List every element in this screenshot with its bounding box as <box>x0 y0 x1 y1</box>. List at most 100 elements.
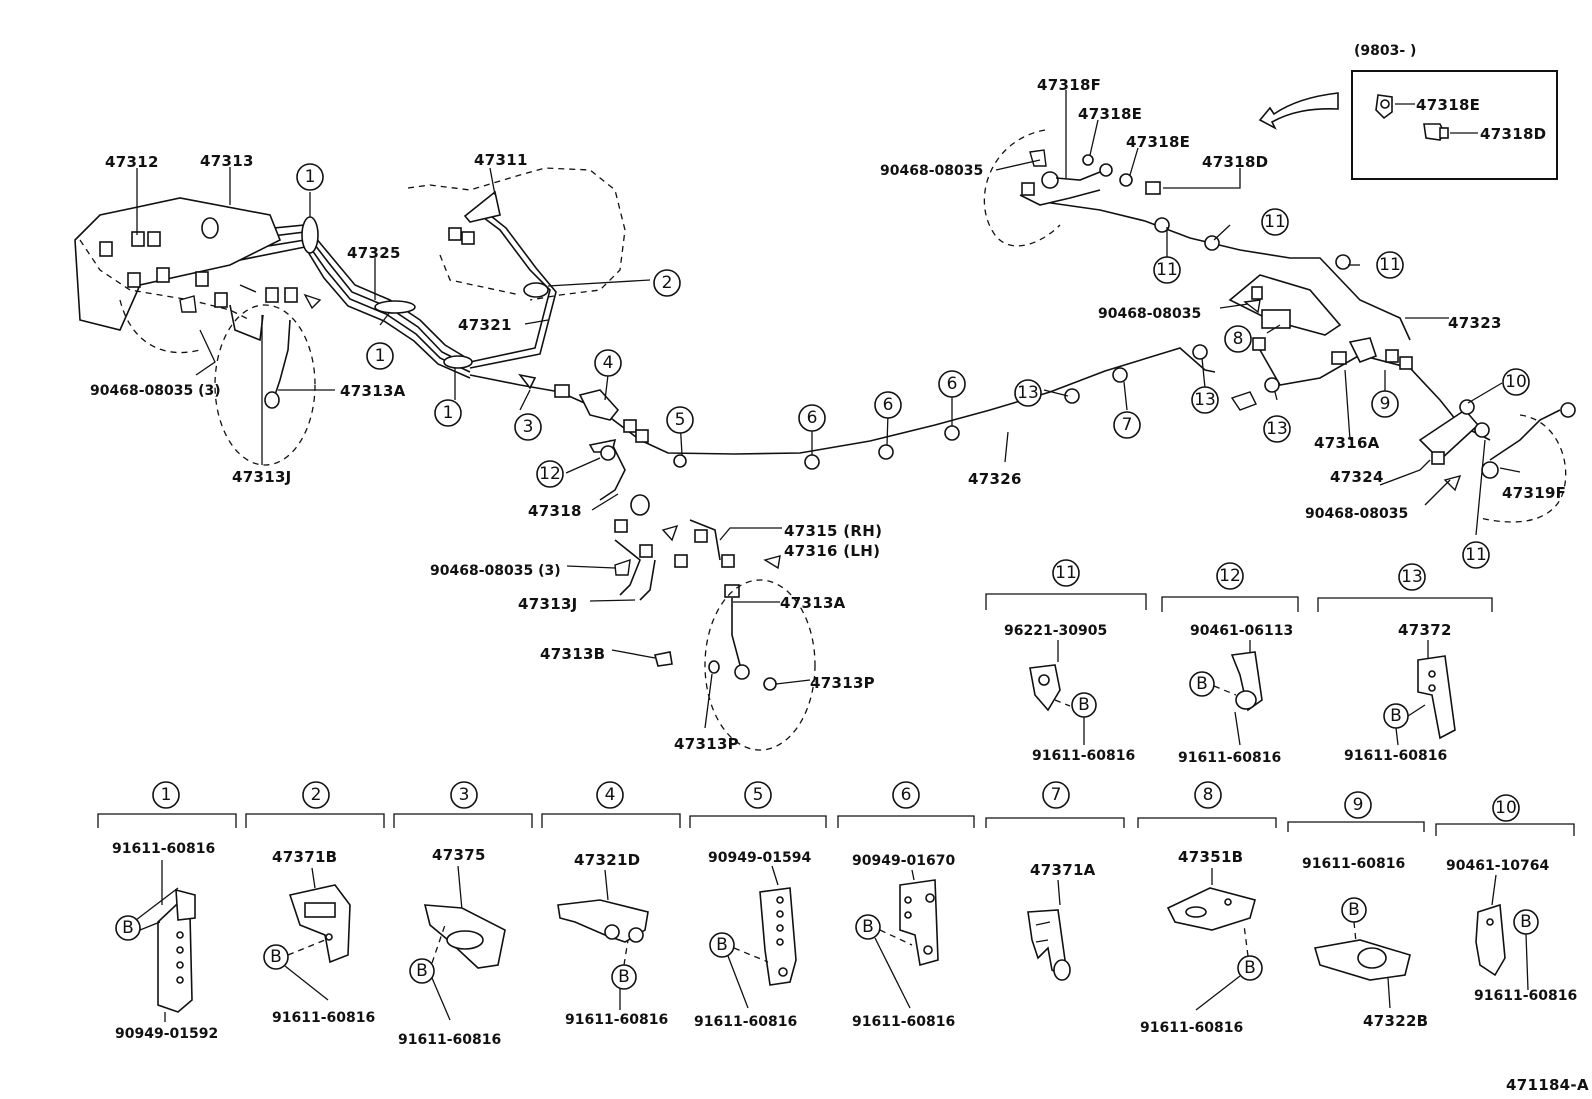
detail-group-5: 5 90949-01594 B 91611-60816 <box>689 781 827 1030</box>
svg-text:11: 11 <box>1465 545 1487 565</box>
detail-group-2: 2 47371B B 91611-60816 <box>245 781 385 1026</box>
detail-group-7: 7 47371A <box>985 781 1125 981</box>
detail-13-part-b: 91611-60816 <box>1344 748 1447 764</box>
detail-12-part-b: 91611-60816 <box>1178 750 1281 766</box>
svg-text:B: B <box>270 947 282 967</box>
detail-9-part-a: 91611-60816 <box>1302 856 1405 872</box>
callout-13-c: 13 <box>1263 415 1291 443</box>
inset-box: (9803- ) 47318E 47318D <box>1351 43 1558 180</box>
detail-8-part-b: 91611-60816 <box>1140 1020 1243 1036</box>
detail-group-12: 12 90461-06113 B 91611-60816 <box>1161 562 1299 766</box>
svg-text:1: 1 <box>161 785 172 805</box>
detail-5-part-a: 90949-01594 <box>708 850 811 866</box>
callout-5: 5 <box>666 406 694 434</box>
callout-8: 8 <box>1224 325 1252 353</box>
callout-6-b: 6 <box>874 391 902 419</box>
label-47313J-bottom: 47313J <box>518 595 578 613</box>
callout-9: 9 <box>1371 390 1399 418</box>
svg-text:11: 11 <box>1379 255 1401 275</box>
svg-text:9: 9 <box>1380 394 1391 414</box>
svg-text:3: 3 <box>459 785 470 805</box>
label-47316-lh: 47316 (LH) <box>784 542 880 560</box>
label-47313: 47313 <box>200 152 254 170</box>
svg-text:10: 10 <box>1505 372 1527 392</box>
detail-10-part-a: 90461-10764 <box>1446 858 1549 874</box>
label-47313A-bottom: 47313A <box>780 594 846 612</box>
svg-text:1: 1 <box>375 346 386 366</box>
brake-booster <box>407 167 626 301</box>
label-47318E-a: 47318E <box>1078 105 1142 123</box>
detail-group-9: 9 91611-60816 B 47322B <box>1287 791 1428 1030</box>
svg-text:4: 4 <box>605 785 616 805</box>
detail-group-13: 13 47372 B 91611-60816 <box>1317 563 1493 764</box>
label-90468-08035-mid: 90468-08035 <box>1098 306 1201 322</box>
upper-right-brake-assembly <box>983 129 1161 247</box>
clip-location-dots <box>301 216 1490 470</box>
label-47324: 47324 <box>1330 468 1384 486</box>
detail-2-part-a: 47371B <box>272 848 337 866</box>
svg-text:4: 4 <box>603 353 614 373</box>
svg-text:B: B <box>122 918 134 938</box>
label-47318E-b: 47318E <box>1126 133 1190 151</box>
diagram-reference-code: 471184-A <box>1506 1076 1589 1094</box>
svg-text:9: 9 <box>1353 795 1364 815</box>
svg-text:6: 6 <box>807 408 818 428</box>
label-90468-08035-3-left: 90468-08035 (3) <box>90 383 221 399</box>
svg-text:10: 10 <box>1495 798 1517 818</box>
detail-4-part-a: 47321D <box>574 851 640 869</box>
svg-text:B: B <box>618 967 630 987</box>
svg-text:2: 2 <box>662 273 673 293</box>
svg-text:7: 7 <box>1122 415 1133 435</box>
detail-1-part-a: 91611-60816 <box>112 841 215 857</box>
detail-5-part-b: 91611-60816 <box>694 1014 797 1030</box>
callout-13-a: 13 <box>1014 379 1042 407</box>
svg-text:B: B <box>1348 900 1360 920</box>
label-47316A: 47316A <box>1314 434 1380 452</box>
svg-text:B: B <box>416 961 428 981</box>
detail-3-part-b: 91611-60816 <box>398 1032 501 1048</box>
label-47318: 47318 <box>528 502 582 520</box>
callout-6-c: 6 <box>938 370 966 398</box>
master-cylinder-assembly <box>74 197 322 466</box>
inset-part-47318D: 47318D <box>1480 125 1546 143</box>
detail-group-11: 11 96221-30905 B 91611-60816 <box>985 559 1147 764</box>
callout-12: 12 <box>536 460 564 488</box>
svg-text:5: 5 <box>753 785 764 805</box>
svg-text:13: 13 <box>1017 383 1039 403</box>
label-47326: 47326 <box>968 470 1022 488</box>
inset-date-range: (9803- ) <box>1354 43 1416 59</box>
detail-10-part-b: 91611-60816 <box>1474 988 1577 1004</box>
callout-11-a: 11 <box>1153 256 1181 284</box>
svg-text:13: 13 <box>1266 419 1288 439</box>
svg-text:3: 3 <box>523 417 534 437</box>
svg-text:6: 6 <box>947 374 958 394</box>
detail-11-part-a: 96221-30905 <box>1004 623 1107 639</box>
callout-7: 7 <box>1113 411 1141 439</box>
svg-text:B: B <box>1078 695 1090 715</box>
callout-3: 3 <box>514 413 542 441</box>
callout-13-b: 13 <box>1191 386 1219 414</box>
label-90468-08035-right: 90468-08035 <box>1305 506 1408 522</box>
detail-4-part-b: 91611-60816 <box>565 1012 668 1028</box>
label-47325: 47325 <box>347 244 401 262</box>
detail-7-part-a: 47371A <box>1030 861 1096 879</box>
svg-text:B: B <box>1196 674 1208 694</box>
callout-1-mid: 1 <box>366 342 394 370</box>
label-47313A-left: 47313A <box>340 382 406 400</box>
detail-12-part-a: 90461-06113 <box>1190 623 1293 639</box>
detail-13-part-a: 47372 <box>1398 621 1452 639</box>
leader-lines <box>136 90 1521 729</box>
callout-4: 4 <box>594 349 622 377</box>
label-47321: 47321 <box>458 316 512 334</box>
svg-text:B: B <box>716 935 728 955</box>
callout-1-top: 1 <box>296 163 324 191</box>
main-diagram-labels: 47312 47313 47311 47325 47321 90468-0803… <box>90 76 1566 753</box>
callout-6-a: 6 <box>798 404 826 432</box>
right-rear-bracket-area <box>1228 274 1576 523</box>
label-47323: 47323 <box>1448 314 1502 332</box>
svg-text:11: 11 <box>1264 212 1286 232</box>
svg-text:12: 12 <box>1219 566 1241 586</box>
diagram-callouts: 1 1 1 2 3 4 5 6 6 6 7 8 9 10 11 11 11 11… <box>296 163 1530 569</box>
svg-text:2: 2 <box>311 785 322 805</box>
